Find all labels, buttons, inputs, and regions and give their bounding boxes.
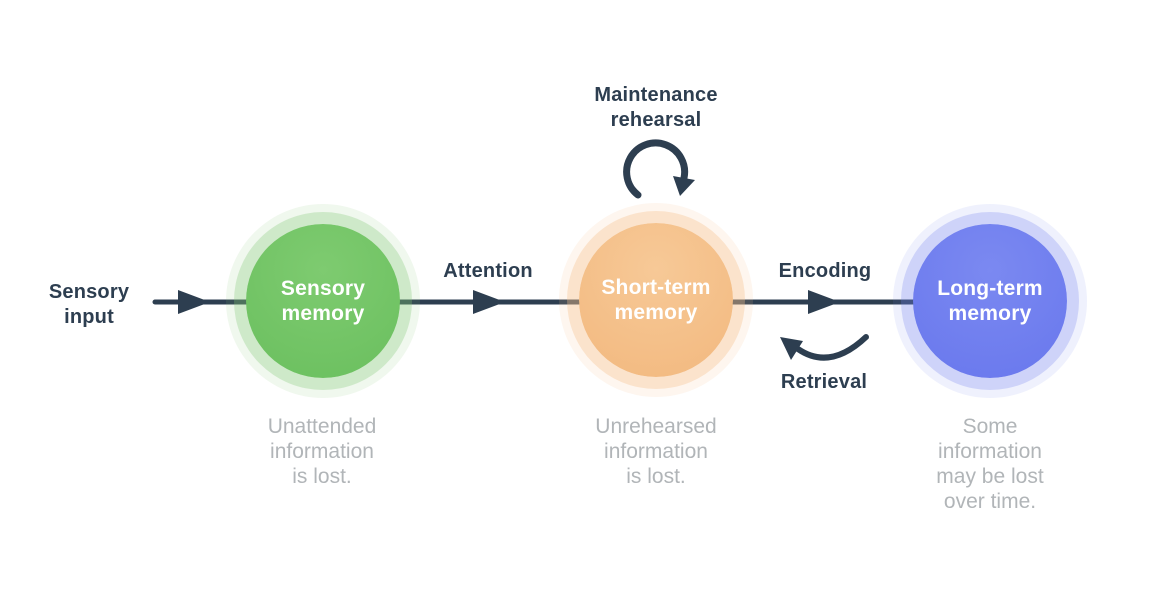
encoding-arrowhead-icon <box>808 290 840 314</box>
stage-circle-long-term-memory: Long-term memory <box>913 224 1067 378</box>
stage-circle-short-term-memory: Short-term memory <box>579 223 733 377</box>
stage-label: Short-term memory <box>601 276 711 324</box>
input-arrowhead-icon <box>178 290 210 314</box>
stage-label: Sensory memory <box>280 277 366 325</box>
attention-arrowhead-icon <box>473 290 505 314</box>
encoding-label: Encoding <box>778 260 872 282</box>
sensory-input-label: Sensory input <box>48 281 130 328</box>
stage-label: Long-term memory <box>937 277 1043 325</box>
stage-circle-sensory-memory: Sensory memory <box>246 224 400 378</box>
maintenance-rehearsal-label: Maintenance rehearsal <box>594 84 718 131</box>
stage-caption: Unattended information is lost. <box>267 415 377 488</box>
attention-label: Attention <box>443 260 533 282</box>
retrieval-label: Retrieval <box>780 371 868 393</box>
retrieval-arrow-icon <box>780 334 869 361</box>
stage-caption: Unrehearsed information is lost. <box>595 415 717 488</box>
stage-caption: Some information may be lost over time. <box>936 415 1044 513</box>
maintenance-loop-icon <box>623 139 695 199</box>
